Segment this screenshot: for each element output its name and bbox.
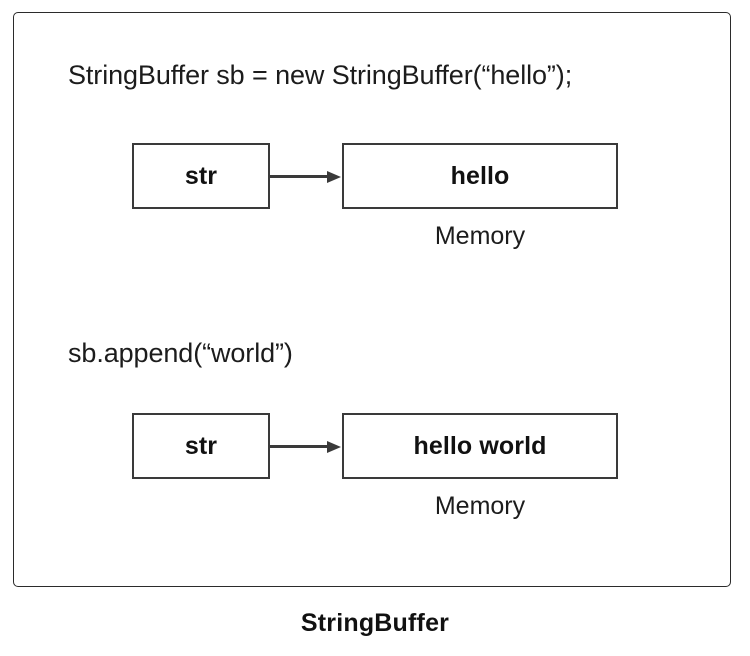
memory-row-appended: str hello world (0, 413, 750, 479)
arrow-shaft (270, 445, 330, 448)
reference-box-label: str (184, 161, 218, 190)
arrow-right-icon (270, 170, 342, 183)
memory-box-label: hello (450, 161, 510, 190)
reference-box-initial: str (132, 143, 270, 209)
memory-caption-initial: Memory (434, 222, 526, 250)
reference-box-appended: str (132, 413, 270, 479)
code-line-append: sb.append(“world”) (68, 338, 293, 368)
diagram-frame (13, 12, 731, 587)
memory-box-label: hello world (413, 431, 547, 460)
arrow-right-icon (270, 440, 342, 453)
memory-box-appended: hello world (342, 413, 618, 479)
code-line-construct: StringBuffer sb = new StringBuffer(“hell… (68, 60, 573, 90)
memory-row-initial: str hello (0, 143, 750, 209)
figure-caption: StringBuffer (300, 609, 450, 637)
arrow-head (327, 440, 341, 453)
arrow-head (327, 170, 341, 183)
memory-box-initial: hello (342, 143, 618, 209)
memory-caption-appended: Memory (434, 492, 526, 520)
reference-box-label: str (184, 431, 218, 460)
arrow-shaft (270, 175, 330, 178)
